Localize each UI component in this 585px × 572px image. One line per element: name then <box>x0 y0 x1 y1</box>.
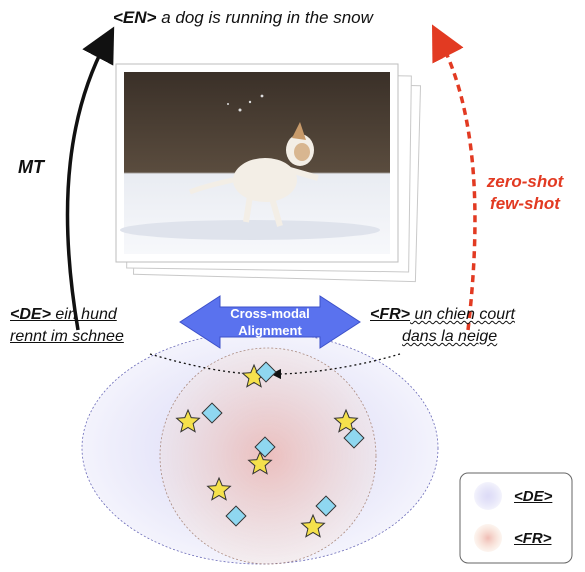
en-text: a dog is running in the snow <box>156 8 373 27</box>
fr-diamond-marker-5 <box>315 495 337 517</box>
fr-diamond-marker-4 <box>225 505 247 527</box>
fr-line1: un chien court <box>410 306 515 323</box>
few-shot-text: few-shot <box>490 194 560 213</box>
cross-modal-banner <box>179 295 361 349</box>
banner-text: Cross-modal Alignment <box>213 305 327 339</box>
de-caption-line2: rennt im schnee <box>10 328 124 345</box>
zero-shot-label: zero-shot few-shot <box>470 171 580 215</box>
legend-fr-label: <FR> <box>514 530 552 547</box>
de-tag: <DE> <box>10 306 51 323</box>
dog-photo <box>120 72 390 254</box>
en-caption: <EN> a dog is running in the snow <box>113 8 373 28</box>
de-star-marker-5 <box>300 513 326 538</box>
de-star-marker-3 <box>247 450 273 475</box>
photo-stack <box>115 63 422 283</box>
en-tag: <EN> <box>113 8 157 27</box>
legend-de-label: <DE> <box>514 488 553 505</box>
fr-diamond-marker-3 <box>254 436 276 458</box>
fr-diamond-marker-0 <box>255 361 277 383</box>
fr-pointer-arrow <box>270 353 401 380</box>
legend-box <box>459 472 573 564</box>
de-line1: ein hund <box>50 306 117 323</box>
fr-caption-line2: dans la neige <box>402 328 498 345</box>
de-star-marker-1 <box>175 408 201 433</box>
fr-diamond-marker-2 <box>343 427 365 449</box>
de-star-marker-2 <box>333 408 359 433</box>
de-star-marker-4 <box>206 476 232 501</box>
zero-shot-text: zero-shot <box>486 172 564 191</box>
fr-tag: <FR> <box>370 306 411 323</box>
mt-label: MT <box>18 157 44 177</box>
de-caption-line1: <DE> ein hund <box>10 306 117 324</box>
banner-line2: Alignment <box>238 323 302 338</box>
mt-arrow <box>65 26 115 331</box>
banner-line1: Cross-modal <box>230 306 310 321</box>
fr-caption-line1: <FR> un chien court <box>370 306 515 324</box>
fr-diamond-marker-1 <box>201 402 223 424</box>
